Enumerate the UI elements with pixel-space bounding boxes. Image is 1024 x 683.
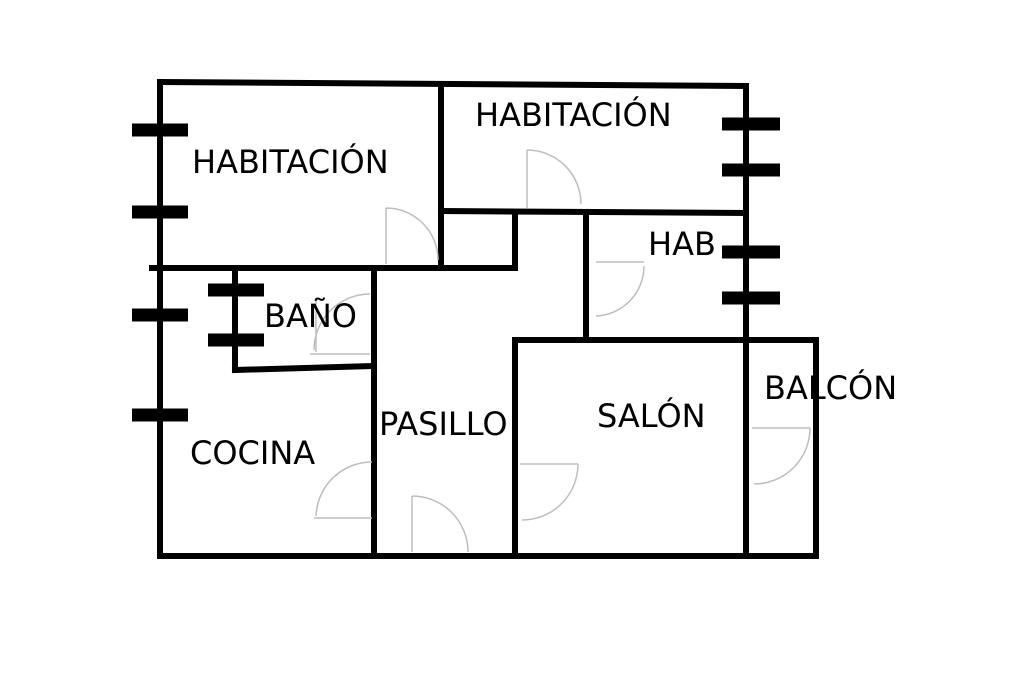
room-label-balcony: BALCÓN xyxy=(764,369,898,407)
door-swing xyxy=(595,261,645,317)
room-label-bathroom: BAÑO xyxy=(264,297,357,335)
room-label-bedroom-1: HABITACIÓN xyxy=(192,143,389,181)
room-label-bedroom-2: HABITACIÓN xyxy=(475,96,672,134)
door-swing xyxy=(526,149,582,208)
room-label-living: SALÓN xyxy=(597,397,706,435)
room-label-bedroom-small: HAB xyxy=(648,225,716,263)
door-swing xyxy=(411,495,469,553)
door-swings xyxy=(310,149,811,553)
window-markers xyxy=(132,117,780,422)
room-label-hallway: PASILLO xyxy=(379,405,508,443)
room-label-kitchen: COCINA xyxy=(190,434,316,472)
door-swing xyxy=(314,461,373,519)
door-swing xyxy=(520,463,579,521)
door-swing xyxy=(310,293,371,355)
door-swing xyxy=(385,207,439,264)
door-swing xyxy=(752,427,811,485)
